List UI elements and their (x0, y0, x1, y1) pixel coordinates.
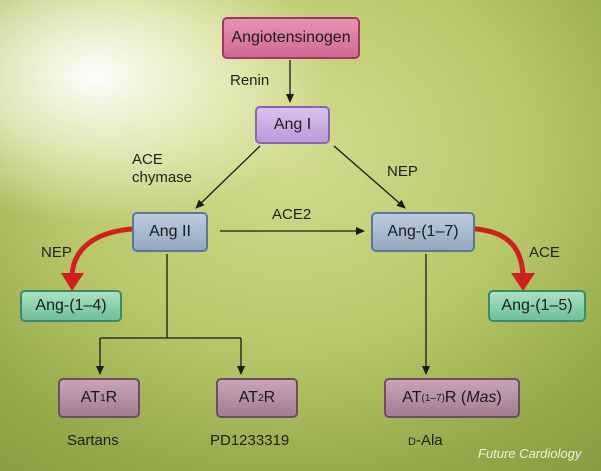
node-ang15: Ang-(1–5) (488, 290, 586, 322)
red-arrowhead-ace (511, 273, 535, 291)
label-ace: ACE (132, 151, 163, 168)
d-ala-rest: -Ala (415, 432, 443, 449)
red-arrowhead-nep (61, 273, 84, 291)
at2r-main: AT (238, 389, 259, 406)
watermark: Future Cardiology (478, 446, 582, 461)
node-ang17: Ang-(1–7) (371, 212, 475, 252)
at1r-sub: 1 (100, 392, 106, 404)
label-renin: Renin (230, 72, 270, 89)
d-ala-prefix: D (408, 436, 416, 448)
label-d-ala: D-Ala (408, 431, 443, 452)
label-chymase: chymase (132, 169, 193, 186)
node-ang1: Ang I (255, 106, 330, 144)
red-arrow-nep (69, 226, 135, 279)
at2r-end: R (263, 389, 276, 406)
at2r-sub: 2 (258, 392, 264, 404)
arrow-ang1-to-ang2 (195, 145, 261, 209)
atmas-sub: (1–7) (421, 392, 445, 404)
label-sartans: Sartans (67, 432, 119, 449)
atmas-close: ) (496, 389, 502, 406)
label-ace-right: ACE (529, 244, 560, 261)
atmas-main: AT (402, 389, 422, 406)
atmas-end: R ( (444, 389, 467, 406)
node-angiotensinogen: Angiotensinogen (222, 17, 360, 59)
atmas-italic: Mas (466, 389, 497, 406)
node-ang14: Ang-(1–4) (20, 290, 122, 322)
label-ace2: ACE2 (272, 206, 312, 223)
label-nep-top: NEP (387, 163, 418, 180)
red-arrow-ace (473, 226, 526, 279)
label-nep-left: NEP (41, 244, 72, 261)
arrow-ang1-to-ang17 (333, 145, 406, 209)
node-at-mas: AT(1–7)R (Mas) (384, 378, 520, 418)
at1r-end: R (105, 389, 118, 406)
label-pd1233319: PD1233319 (210, 432, 290, 449)
at1r-main: AT (80, 389, 101, 406)
node-ang2: Ang II (132, 212, 208, 252)
